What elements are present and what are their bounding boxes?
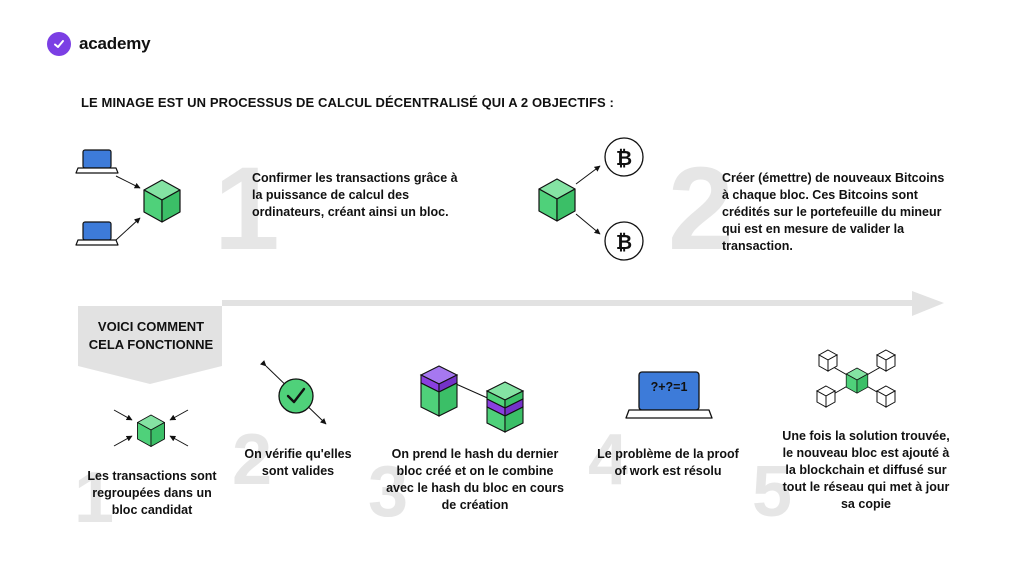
- svg-text:₿: ₿: [616, 230, 632, 254]
- laptop-icon: [75, 221, 119, 246]
- bitcoin-icon: ₿: [604, 137, 644, 177]
- step-text-1: Les transactions sont regroupées dans un…: [87, 469, 217, 517]
- step-number-4: 4: [588, 420, 629, 500]
- network-icon: [816, 349, 896, 408]
- cube-icon: [143, 179, 181, 223]
- svg-text:₿: ₿: [616, 146, 632, 170]
- step-number-5: 5: [752, 452, 793, 532]
- step-1-icon: [113, 409, 189, 447]
- equation-text: ?+?=1: [650, 380, 688, 394]
- check-icon: [260, 360, 327, 425]
- step-number-1: 1: [74, 458, 115, 538]
- how-it-works-banner: [78, 306, 222, 384]
- laptop-icon: [625, 371, 713, 419]
- step-text-4: Le problème de la proof of work est réso…: [597, 447, 739, 478]
- step-text-2: On vérifie qu'elles sont valides: [244, 447, 352, 478]
- timeline-arrow: [222, 291, 944, 316]
- step-number-2: 2: [232, 420, 273, 500]
- logo-check-icon: [47, 32, 71, 56]
- step-text-5: Une fois la solution trouvée, le nouveau…: [782, 429, 950, 511]
- cube-icon: [538, 178, 576, 222]
- objective-number-2: 2: [668, 143, 734, 275]
- laptop-icon: [75, 149, 119, 174]
- logo-text: academy: [79, 34, 151, 53]
- objective-text-2: Créer (émettre) de nouveaux Bitcoins à c…: [722, 171, 945, 253]
- objective-number-1: 1: [214, 143, 280, 275]
- objective-text-1: Confirmer les transactions grâce à la pu…: [252, 171, 458, 219]
- step-3-icon: [419, 365, 525, 433]
- how-it-works-label: VOICI COMMENT CELA FONCTIONNE: [88, 319, 214, 352]
- step-text-3: On prend le hash du dernier bloc créé et…: [386, 447, 564, 512]
- page-title: LE MINAGE EST UN PROCESSUS DE CALCUL DÉC…: [81, 95, 614, 110]
- logo[interactable]: academy: [47, 32, 151, 56]
- step-number-3: 3: [368, 452, 409, 532]
- bitcoin-icon: ₿: [604, 221, 644, 261]
